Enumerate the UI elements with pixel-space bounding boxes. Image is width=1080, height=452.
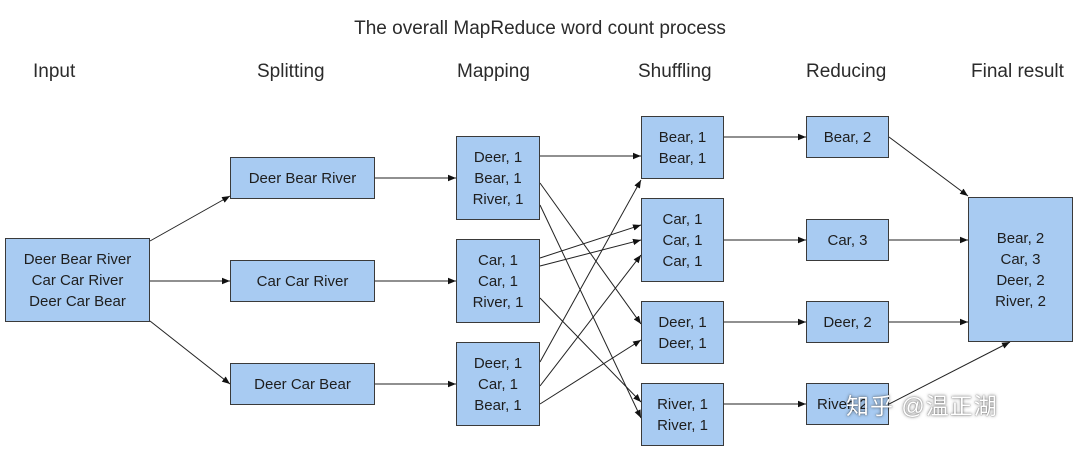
watermark: 知乎 @温正湖 [846, 393, 998, 419]
arrow-input-to-split-3 [149, 320, 231, 385]
map-entry: River, 1 [472, 190, 524, 208]
map-entry: Deer, 1 [473, 354, 523, 372]
arrow-map-2-car-to-shuffle-car-a [539, 224, 642, 259]
arrow-map-2-car-to-shuffle-car-b [539, 238, 642, 267]
arrow-map-3-to-shuffle-deer [539, 339, 642, 405]
final-entry: Car, 3 [1000, 250, 1041, 268]
shuffle-entry: River, 1 [657, 416, 708, 434]
shuffle-entry: Bear, 1 [658, 128, 707, 146]
input-line: Deer Bear River [23, 250, 132, 268]
arrow-map-2-to-shuffle-river [539, 297, 642, 403]
shuffle-entry: Bear, 1 [658, 149, 707, 167]
arrow-reduce-river-to-final [888, 341, 1011, 405]
column-label-reducing: Reducing [806, 61, 887, 82]
shuffle-entry: Car, 1 [662, 252, 703, 270]
column-label-shuffling: Shuffling [638, 61, 712, 82]
arrow-map-3-to-shuffle-car [539, 254, 642, 387]
map-entry: Car, 1 [477, 251, 519, 269]
reduce-entry: Bear, 2 [823, 128, 872, 146]
map-entry: Car, 1 [477, 375, 519, 393]
reduce-box-bear: Bear, 2 [806, 116, 889, 158]
shuffle-box-deer: Deer, 1 Deer, 1 [641, 301, 724, 364]
shuffle-entry: Car, 1 [662, 210, 703, 228]
shuffle-entry: Car, 1 [662, 231, 703, 249]
shuffle-box-car: Car, 1 Car, 1 Car, 1 [641, 198, 724, 282]
map-entry: River, 1 [472, 293, 524, 311]
split-box: Deer Car Bear [230, 363, 375, 405]
reduce-box-deer: Deer, 2 [806, 301, 889, 343]
split-line: Deer Car Bear [254, 375, 351, 393]
reduce-entry: Car, 3 [827, 231, 868, 249]
map-entry: Bear, 1 [474, 169, 522, 187]
arrow-reduce-bear-to-final [888, 136, 969, 197]
input-line: Deer Car Bear [29, 292, 126, 310]
column-label-final-result: Final result [971, 61, 1064, 82]
final-entry: Bear, 2 [996, 229, 1045, 247]
input-line: Car Car River [31, 271, 124, 289]
reduce-entry: River, 2 [817, 395, 868, 413]
map-box: Deer, 1 Car, 1 Bear, 1 [456, 342, 540, 426]
shuffle-entry: Deer, 1 [658, 313, 707, 331]
shuffle-entry: Deer, 1 [658, 334, 707, 352]
map-entry: Deer, 1 [473, 148, 523, 166]
final-result-box: Bear, 2 Car, 3 Deer, 2 River, 2 [968, 197, 1073, 342]
shuffle-entry: River, 1 [657, 395, 708, 413]
split-line: Car Car River [256, 272, 349, 290]
final-entry: Deer, 2 [996, 271, 1045, 289]
reduce-box-car: Car, 3 [806, 219, 889, 261]
reduce-entry: Deer, 2 [823, 313, 872, 331]
split-line: Deer Bear River [248, 169, 357, 187]
column-label-input: Input [33, 61, 76, 82]
arrow-input-to-split-1 [149, 195, 231, 242]
shuffle-box-bear: Bear, 1 Bear, 1 [641, 116, 724, 179]
shuffle-box-river: River, 1 River, 1 [641, 383, 724, 446]
map-entry: Car, 1 [477, 272, 519, 290]
arrow-map-1-to-shuffle-river [539, 204, 642, 419]
diagram-title: The overall MapReduce word count process [354, 18, 726, 39]
input-box: Deer Bear River Car Car River Deer Car B… [5, 238, 150, 322]
column-label-mapping: Mapping [457, 61, 530, 82]
column-label-splitting: Splitting [257, 61, 325, 82]
split-box: Deer Bear River [230, 157, 375, 199]
map-box: Deer, 1 Bear, 1 River, 1 [456, 136, 540, 220]
map-entry: Bear, 1 [474, 396, 522, 414]
final-entry: River, 2 [995, 292, 1046, 310]
arrow-map-3-to-shuffle-bear [539, 179, 642, 363]
map-box: Car, 1 Car, 1 River, 1 [456, 239, 540, 323]
reduce-box-river: River, 2 [806, 383, 889, 425]
split-box: Car Car River [230, 260, 375, 302]
